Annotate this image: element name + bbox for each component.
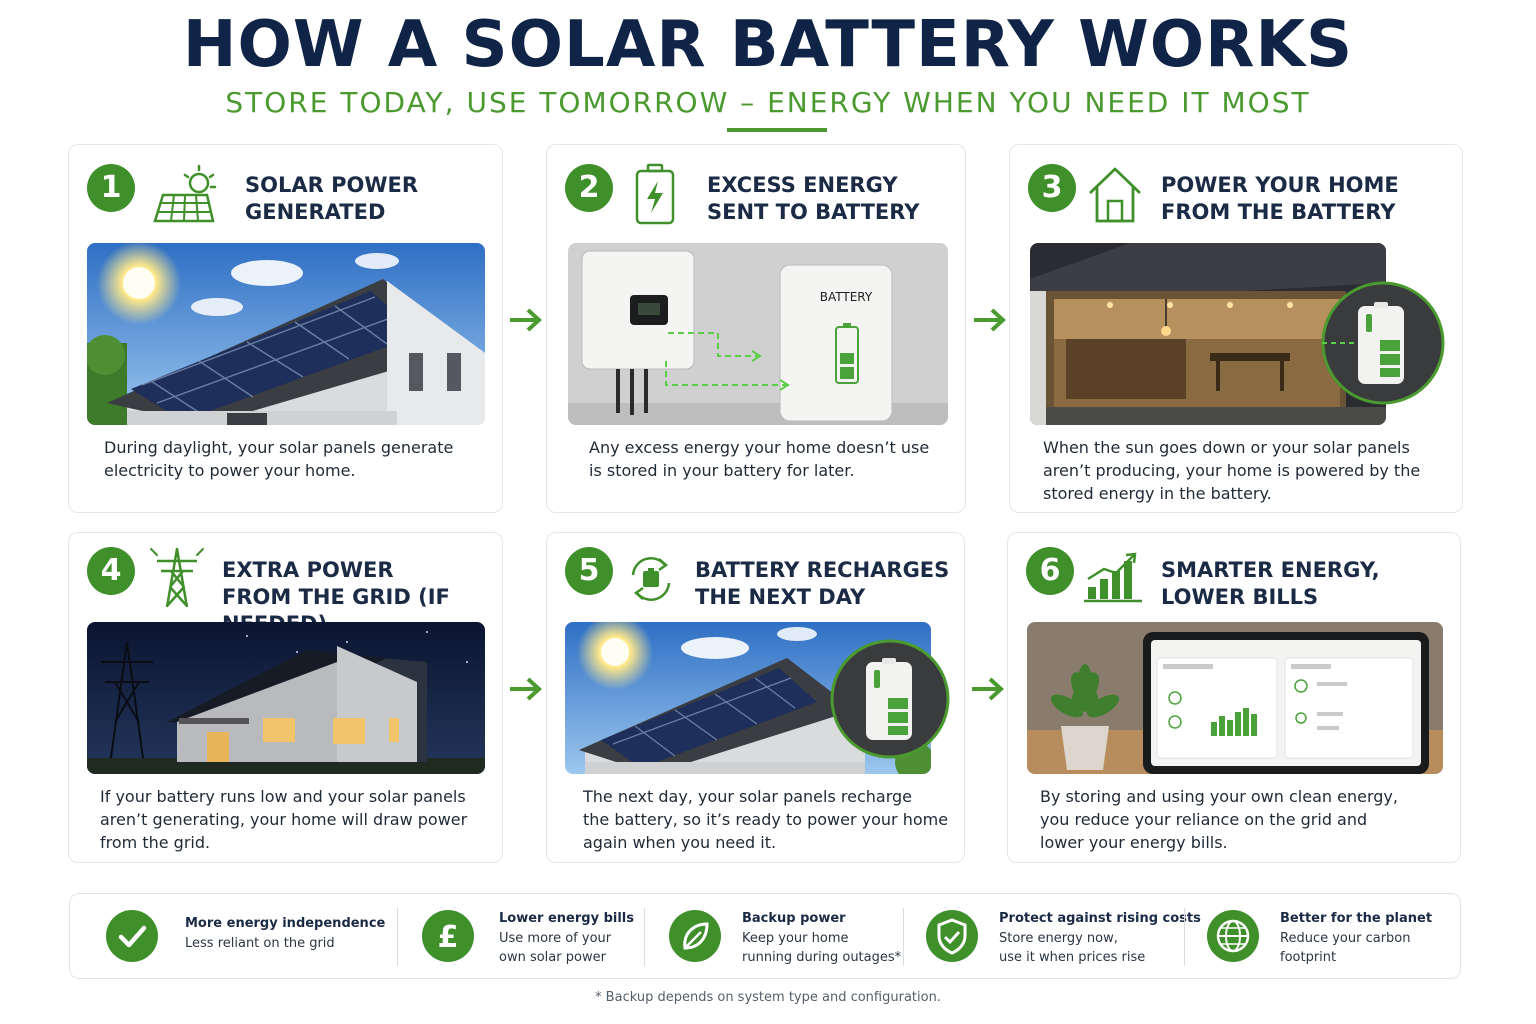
benefit-divider bbox=[644, 908, 645, 966]
footnote: * Backup depends on system type and conf… bbox=[595, 990, 941, 1005]
flow-arrow-icon bbox=[970, 675, 1006, 707]
benefit-rising-costs: Protect against rising costs Store energ… bbox=[904, 894, 1201, 980]
svg-text:£: £ bbox=[438, 920, 459, 955]
flow-arrow-icon bbox=[972, 306, 1008, 338]
step-number: 5 bbox=[565, 547, 613, 595]
house-at-night-photo bbox=[87, 622, 485, 774]
benefits-bar: More energy independence Less reliant on… bbox=[69, 893, 1461, 979]
benefit-text: Store energy now,use it when prices rise bbox=[999, 931, 1146, 965]
checkmark-icon bbox=[106, 910, 158, 962]
benefit-divider bbox=[1184, 908, 1185, 966]
benefit-title: Backup power bbox=[742, 911, 846, 926]
title-divider bbox=[727, 128, 827, 132]
step-number: 6 bbox=[1026, 547, 1074, 595]
benefit-divider bbox=[903, 908, 904, 966]
step-heading: SMARTER ENERGY,LOWER BILLS bbox=[1161, 558, 1380, 609]
pylon-icon bbox=[149, 545, 205, 613]
inverter-battery-photo: BATTERY bbox=[568, 243, 948, 425]
tablet-energy-app-photo bbox=[1027, 622, 1443, 774]
step-number: 4 bbox=[87, 547, 135, 595]
house-icon bbox=[1086, 165, 1144, 229]
step-number: 3 bbox=[1028, 164, 1076, 212]
step-description: If your battery runs low and your solar … bbox=[100, 787, 468, 852]
benefit-title: Better for the planet bbox=[1280, 911, 1433, 926]
step-number: 1 bbox=[87, 164, 135, 212]
page-title: HOW A SOLAR BATTERY WORKS bbox=[182, 8, 1354, 82]
solar-panel-sun-icon bbox=[151, 163, 219, 229]
rising-bar-chart-icon bbox=[1084, 551, 1142, 607]
step-description: During daylight, your solar panels gener… bbox=[104, 438, 454, 480]
battery-label: BATTERY bbox=[820, 290, 873, 304]
step-description: When the sun goes down or your solar pan… bbox=[1043, 438, 1421, 503]
home-evening-interior-photo bbox=[1030, 243, 1386, 425]
benefit-divider bbox=[397, 908, 398, 966]
benefit-text: Less reliant on the grid bbox=[185, 936, 335, 951]
pound-icon: £ bbox=[422, 910, 474, 962]
benefit-title: Protect against rising costs bbox=[999, 911, 1201, 926]
solar-roof-daylight-photo bbox=[87, 243, 485, 425]
benefit-title: Lower energy bills bbox=[499, 911, 634, 926]
shield-check-icon bbox=[926, 910, 978, 962]
step-description: By storing and using your own clean ener… bbox=[1040, 787, 1398, 852]
battery-bolt-icon bbox=[633, 163, 677, 229]
battery-badge-icon bbox=[829, 638, 951, 764]
benefit-planet: Better for the planet Reduce your carbon… bbox=[1185, 894, 1461, 980]
flow-arrow-icon bbox=[508, 306, 544, 338]
globe-icon bbox=[1207, 910, 1259, 962]
leaf-icon bbox=[669, 910, 721, 962]
battery-badge-icon bbox=[1250, 280, 1446, 410]
benefit-independence: More energy independence Less reliant on… bbox=[70, 894, 397, 980]
benefit-title: More energy independence bbox=[185, 916, 386, 931]
page-subtitle: STORE TODAY, USE TOMORROW – ENERGY WHEN … bbox=[225, 86, 1311, 119]
step-card-6: 6 SMARTER ENERGY,LOWER BILLS bbox=[1007, 532, 1461, 863]
recharge-cycle-icon bbox=[625, 553, 677, 609]
flow-arrow-icon bbox=[508, 675, 544, 707]
step-description: The next day, your solar panels recharge… bbox=[583, 787, 949, 852]
step-number: 2 bbox=[565, 164, 613, 212]
